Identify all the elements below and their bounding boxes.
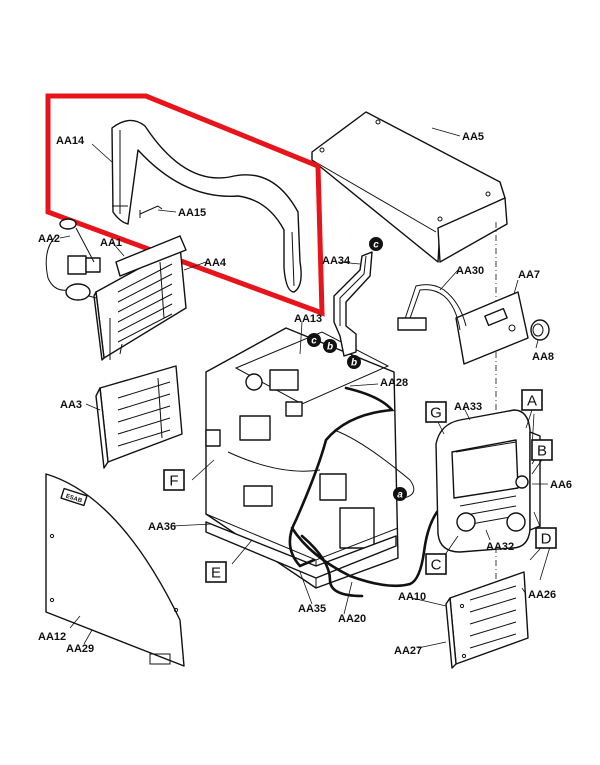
connector-marker-letter: c xyxy=(311,336,317,347)
part-label-aa5: AA5 xyxy=(462,131,484,143)
connector-marker-b: b xyxy=(323,339,337,353)
callout-box-letter: C xyxy=(431,557,442,574)
control-panel-aa7 xyxy=(455,291,529,365)
highlight-outline xyxy=(45,93,325,317)
ribbon-aa30 xyxy=(397,284,467,331)
connector-marker-letter: b xyxy=(351,358,357,369)
part-label-aa28: AA28 xyxy=(380,377,408,389)
part-label-aa3: AA3 xyxy=(60,399,82,411)
esab-plate-text: ESAB xyxy=(65,494,83,505)
callout-box-a: A xyxy=(521,389,543,411)
part-label-aa36: AA36 xyxy=(148,521,176,533)
part-label-aa35: AA35 xyxy=(298,603,326,615)
part-label-aa33: AA33 xyxy=(454,401,482,413)
callout-boxes: A B C D E F G xyxy=(163,389,557,583)
cable-c xyxy=(300,534,364,598)
callout-box-letter: E xyxy=(211,565,221,582)
part-label-aa13: AA13 xyxy=(294,313,322,325)
connector-marker-a: a xyxy=(393,487,407,501)
part-label-aa7: AA7 xyxy=(518,269,540,281)
front-panel-aa33 xyxy=(435,409,541,553)
esab-plate xyxy=(60,487,88,507)
part-label-aa4: AA4 xyxy=(204,257,227,269)
callout-box-e: E xyxy=(205,561,227,583)
part-label-aa30: AA30 xyxy=(456,265,484,277)
part-label-aa10: AA10 xyxy=(398,591,426,603)
strap-screw-aa15 xyxy=(139,205,163,218)
part-label-aa1: AA1 xyxy=(100,237,122,249)
part-label-aa20: AA20 xyxy=(338,613,366,625)
callout-box-letter: B xyxy=(537,443,547,460)
fan-assembly-aa4 xyxy=(93,235,187,361)
connector-marker-letter: c xyxy=(373,240,379,251)
grille-aa26 xyxy=(445,571,529,669)
callout-box-c: C xyxy=(425,553,447,575)
cable-aa28 xyxy=(288,386,395,568)
part-label-aa27: AA27 xyxy=(394,645,422,657)
part-label-aa34: AA34 xyxy=(322,255,351,267)
callout-box-letter: A xyxy=(527,393,537,410)
part-label-aa2: AA2 xyxy=(38,233,60,245)
knob-aa8 xyxy=(530,319,550,341)
part-label-aa6: AA6 xyxy=(550,479,572,491)
side-cover-aa12: ESAB xyxy=(45,473,185,667)
main-chassis xyxy=(205,327,415,589)
callout-box-letter: F xyxy=(169,473,178,490)
connector-marker-letter: a xyxy=(397,490,403,501)
carry-strap-aa14 xyxy=(111,119,302,293)
cable-gland-aa2 xyxy=(45,218,97,301)
connector-block-aa1 xyxy=(67,255,101,275)
rear-panel-aa3 xyxy=(95,365,183,469)
part-label-aa12: AA12 xyxy=(38,631,66,643)
callout-box-letter: D xyxy=(541,531,552,548)
connector-marker-b: b xyxy=(347,355,361,369)
connector-marker-c: c xyxy=(307,333,321,347)
part-label-aa29: AA29 xyxy=(66,643,94,655)
part-label-aa14: AA14 xyxy=(56,135,85,147)
part-label-aa8: AA8 xyxy=(532,351,554,363)
leader-lines xyxy=(59,127,548,649)
callout-box-g: G xyxy=(425,401,447,423)
connector-marker-letter: b xyxy=(327,342,333,353)
ribbon-cable-aa34 xyxy=(333,251,373,357)
part-label-aa26: AA26 xyxy=(528,589,556,601)
callout-box-b: B xyxy=(531,439,553,461)
callout-box-d: D xyxy=(535,527,557,549)
part-label-aa15: AA15 xyxy=(178,207,206,219)
callout-box-f: F xyxy=(163,469,185,491)
part-label-aa32: AA32 xyxy=(486,541,514,553)
callout-box-letter: G xyxy=(430,405,442,422)
connector-marker-c: c xyxy=(369,237,383,251)
